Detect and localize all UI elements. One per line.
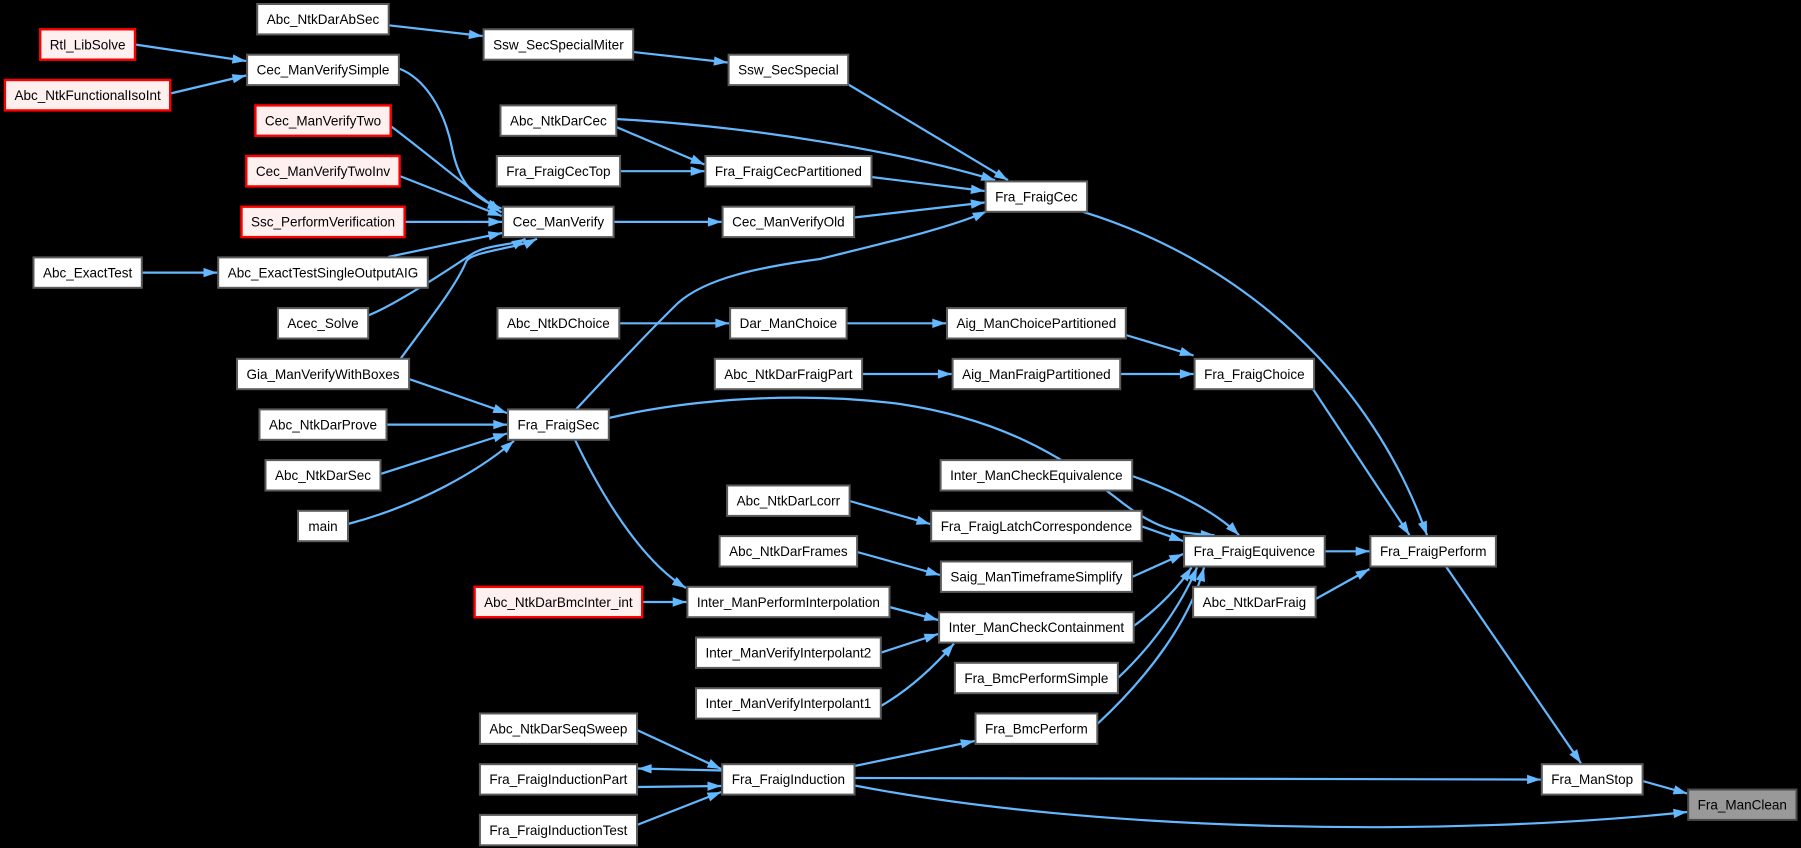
svg-text:Fra_FraigInductionTest: Fra_FraigInductionTest — [489, 822, 627, 838]
svg-text:Abc_NtkDarBmcInter_int: Abc_NtkDarBmcInter_int — [484, 594, 633, 610]
svg-text:Abc_ExactTest: Abc_ExactTest — [43, 264, 132, 280]
svg-text:Fra_FraigCec: Fra_FraigCec — [995, 188, 1078, 204]
svg-text:Aig_ManFraigPartitioned: Aig_ManFraigPartitioned — [962, 366, 1111, 382]
svg-text:Abc_NtkDarFraig: Abc_NtkDarFraig — [1203, 594, 1307, 610]
svg-text:Inter_ManVerifyInterpolant2: Inter_ManVerifyInterpolant2 — [706, 645, 872, 661]
svg-text:Fra_FraigChoice: Fra_FraigChoice — [1204, 366, 1305, 382]
svg-text:Fra_BmcPerformSimple: Fra_BmcPerformSimple — [964, 670, 1108, 686]
svg-text:Ssc_PerformVerification: Ssc_PerformVerification — [251, 214, 395, 230]
svg-text:main: main — [308, 518, 337, 534]
svg-text:Inter_ManCheckEquivalence: Inter_ManCheckEquivalence — [950, 467, 1123, 483]
svg-text:Abc_NtkDarCec: Abc_NtkDarCec — [510, 112, 607, 128]
svg-text:Abc_NtkDarAbSec: Abc_NtkDarAbSec — [267, 11, 380, 27]
svg-text:Cec_ManVerifyOld: Cec_ManVerifyOld — [732, 214, 845, 230]
svg-text:Fra_BmcPerform: Fra_BmcPerform — [985, 721, 1088, 737]
svg-text:Fra_ManStop: Fra_ManStop — [1551, 771, 1633, 787]
svg-text:Ssw_SecSpecial: Ssw_SecSpecial — [738, 62, 839, 78]
svg-text:Fra_FraigCecPartitioned: Fra_FraigCecPartitioned — [715, 163, 862, 179]
svg-text:Inter_ManPerformInterpolation: Inter_ManPerformInterpolation — [697, 594, 880, 610]
svg-text:Cec_ManVerifyTwo: Cec_ManVerifyTwo — [265, 112, 382, 128]
svg-text:Fra_FraigInductionPart: Fra_FraigInductionPart — [489, 771, 627, 787]
svg-text:Fra_ManClean: Fra_ManClean — [1698, 797, 1787, 813]
svg-text:Abc_NtkFunctionalIsoInt: Abc_NtkFunctionalIsoInt — [14, 87, 160, 103]
svg-text:Inter_ManVerifyInterpolant1: Inter_ManVerifyInterpolant1 — [706, 695, 872, 711]
svg-text:Fra_FraigCecTop: Fra_FraigCecTop — [506, 163, 611, 179]
svg-text:Cec_ManVerifySimple: Cec_ManVerifySimple — [257, 62, 390, 78]
svg-text:Abc_NtkDarProve: Abc_NtkDarProve — [269, 416, 377, 432]
svg-text:Abc_NtkDarFrames: Abc_NtkDarFrames — [729, 543, 848, 559]
svg-text:Fra_FraigPerform: Fra_FraigPerform — [1380, 543, 1487, 559]
svg-text:Fra_FraigInduction: Fra_FraigInduction — [732, 771, 845, 787]
svg-text:Abc_NtkDarLcorr: Abc_NtkDarLcorr — [737, 493, 841, 509]
svg-text:Abc_ExactTestSingleOutputAIG: Abc_ExactTestSingleOutputAIG — [228, 264, 419, 280]
svg-text:Fra_FraigLatchCorrespondence: Fra_FraigLatchCorrespondence — [941, 518, 1133, 534]
svg-text:Fra_FraigEquivence: Fra_FraigEquivence — [1194, 543, 1316, 559]
svg-text:Saig_ManTimeframeSimplify: Saig_ManTimeframeSimplify — [950, 569, 1122, 585]
svg-text:Abc_NtkDarSeqSweep: Abc_NtkDarSeqSweep — [489, 721, 627, 737]
svg-text:Abc_NtkDChoice: Abc_NtkDChoice — [507, 315, 610, 331]
svg-text:Abc_NtkDarFraigPart: Abc_NtkDarFraigPart — [724, 366, 852, 382]
svg-text:Inter_ManCheckContainment: Inter_ManCheckContainment — [949, 619, 1125, 635]
svg-text:Aig_ManChoicePartitioned: Aig_ManChoicePartitioned — [957, 315, 1117, 331]
svg-text:Rtl_LibSolve: Rtl_LibSolve — [50, 36, 126, 52]
svg-text:Cec_ManVerify: Cec_ManVerify — [513, 214, 605, 230]
svg-text:Fra_FraigSec: Fra_FraigSec — [518, 416, 600, 432]
svg-text:Gia_ManVerifyWithBoxes: Gia_ManVerifyWithBoxes — [246, 366, 399, 382]
svg-text:Acec_Solve: Acec_Solve — [287, 315, 358, 331]
svg-text:Ssw_SecSpecialMiter: Ssw_SecSpecialMiter — [493, 36, 624, 52]
svg-text:Abc_NtkDarSec: Abc_NtkDarSec — [275, 467, 371, 483]
svg-text:Cec_ManVerifyTwoInv: Cec_ManVerifyTwoInv — [256, 163, 390, 179]
svg-text:Dar_ManChoice: Dar_ManChoice — [740, 315, 838, 331]
